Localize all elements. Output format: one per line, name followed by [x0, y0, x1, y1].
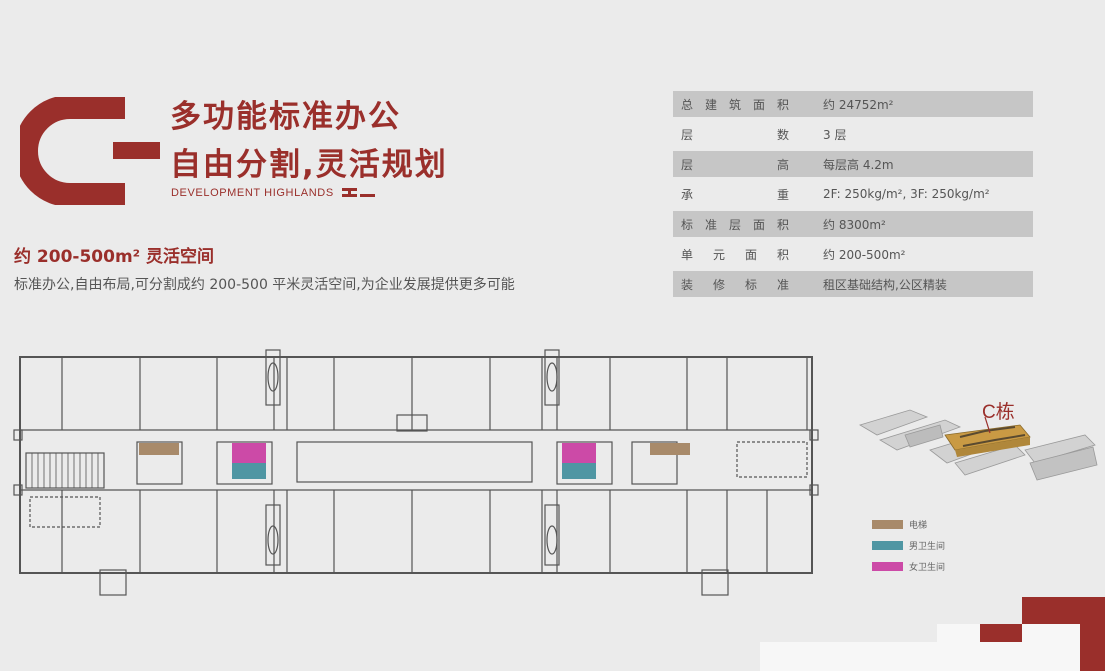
- spec-row: 层数 3 层: [673, 121, 1033, 147]
- spec-label: 装修标准: [681, 277, 790, 292]
- spec-value: 约 24752m²: [823, 97, 894, 112]
- brand-letter-c-icon: [20, 97, 160, 205]
- building-label: C栋: [982, 402, 1015, 423]
- legend: 电梯 男卫生间 女卫生间: [872, 517, 945, 580]
- spec-label: 承重: [681, 187, 790, 202]
- spec-value: 每层高 4.2m: [823, 157, 894, 172]
- spec-value: 3 层: [823, 127, 847, 142]
- spec-row: 层高 每层高 4.2m: [673, 151, 1033, 177]
- spec-value: 租区基础结构,公区精装: [823, 277, 947, 292]
- aerial-view: [859, 409, 1098, 481]
- spec-label: 总建筑面积: [681, 97, 790, 112]
- intro-description: 标准办公,自由布局,可分割成约 200-500 平米灵活空间,为企业发展提供更多…: [14, 277, 515, 293]
- floor-plan: [13, 349, 819, 596]
- headline-line-1: 多功能标准办公: [170, 99, 401, 135]
- tagline-mark-icon: [341, 187, 376, 199]
- spec-row: 装修标准 租区基础结构,公区精装: [673, 271, 1033, 297]
- legend-item-mens-restroom: 男卫生间: [872, 538, 945, 552]
- spec-table: 总建筑面积 约 24752m² 层数 3 层 层高 每层高 4.2m 承重 2F…: [673, 91, 1033, 301]
- legend-swatch: [872, 519, 903, 529]
- spec-row: 标准层面积 约 8300m²: [673, 211, 1033, 237]
- spec-label: 单元面积: [681, 247, 790, 262]
- spec-row: 单元面积 约 200-500m²: [673, 241, 1033, 267]
- spec-row: 总建筑面积 约 24752m²: [673, 91, 1033, 117]
- tagline: DEVELOPMENT HIGHLANDS: [171, 187, 334, 199]
- legend-swatch: [872, 561, 903, 571]
- spec-row: 承重 2F: 250kg/m², 3F: 250kg/m²: [673, 181, 1033, 207]
- headline-line-2: 自由分割,灵活规划: [170, 147, 448, 183]
- spec-label: 层数: [681, 127, 790, 142]
- headline: 多功能标准办公 自由分割,灵活规划: [170, 93, 448, 189]
- spec-value: 约 200-500m²: [823, 247, 906, 262]
- legend-item-elevator: 电梯: [872, 517, 945, 531]
- spec-value: 2F: 250kg/m², 3F: 250kg/m²: [823, 187, 990, 201]
- legend-label: 女卫生间: [909, 562, 946, 573]
- spec-value: 约 8300m²: [823, 217, 886, 232]
- tagline-row: DEVELOPMENT HIGHLANDS: [171, 187, 376, 199]
- legend-label: 电梯: [909, 520, 928, 531]
- intro-subtitle: 约 200-500m² 灵活空间: [14, 247, 215, 267]
- legend-item-womens-restroom: 女卫生间: [872, 559, 945, 573]
- legend-swatch: [872, 540, 903, 550]
- legend-label: 男卫生间: [909, 541, 946, 552]
- spec-label: 层高: [681, 157, 790, 172]
- spec-label: 标准层面积: [681, 217, 790, 232]
